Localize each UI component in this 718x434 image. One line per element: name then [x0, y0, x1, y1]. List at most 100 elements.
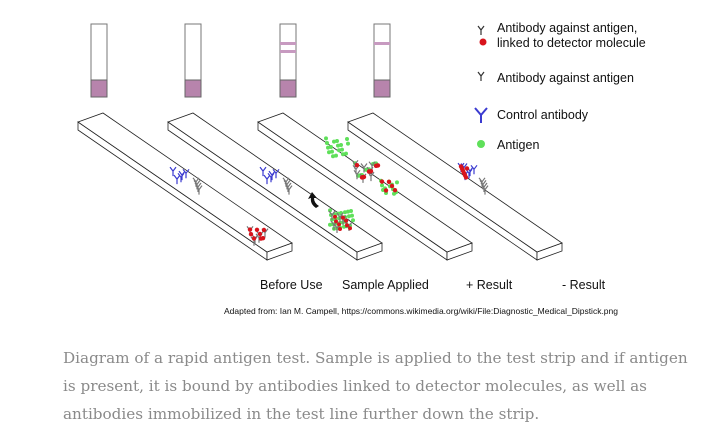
control-antibody — [169, 166, 177, 177]
sample-pad — [90, 79, 108, 98]
antibody — [285, 185, 293, 195]
test-strip-top-view — [184, 23, 202, 98]
test-strip-top-view — [279, 23, 297, 98]
detector-molecule — [258, 236, 264, 241]
detector-molecule — [345, 223, 349, 228]
rapid-antigen-test-diagram: Antibody against antigen,linked to detec… — [77, 21, 646, 316]
antibody — [368, 161, 376, 171]
antibody — [481, 185, 489, 195]
antigen — [326, 145, 330, 150]
detector-molecule — [348, 226, 352, 231]
control-antibody-icon — [474, 107, 488, 123]
antigen — [327, 150, 331, 155]
antigen — [336, 143, 340, 148]
test-strip-3d — [257, 112, 473, 261]
detector-molecule — [354, 163, 360, 168]
detector-antibody — [328, 210, 336, 220]
antibody — [195, 185, 203, 195]
detector-molecule — [373, 163, 379, 168]
strip-top — [257, 112, 473, 253]
detector-molecule — [337, 222, 341, 227]
detector-molecule — [344, 218, 348, 223]
test-line — [280, 50, 296, 53]
sample-pad — [184, 79, 202, 98]
antigen — [346, 209, 350, 214]
test-strip-top-view — [373, 23, 391, 98]
detector-molecule — [334, 219, 338, 224]
antigen — [344, 151, 348, 156]
antigen — [324, 136, 328, 141]
figure-caption: Diagram of a rapid antigen test. Sample … — [63, 349, 688, 423]
antigen — [331, 154, 335, 159]
strip-label: + Result — [466, 278, 513, 292]
detector-molecule — [248, 232, 254, 237]
legend-item: Antigen — [477, 138, 539, 152]
antigen — [340, 147, 344, 152]
detector-molecule — [338, 227, 342, 231]
detector-molecule — [366, 169, 372, 174]
detector-molecule — [333, 214, 337, 219]
detector-antibody — [336, 212, 344, 222]
control-line — [280, 42, 296, 45]
detector-molecule — [257, 231, 263, 237]
strip-top — [167, 112, 383, 253]
antigen — [342, 224, 346, 229]
strip-label: - Result — [562, 278, 606, 292]
antigen-icon — [477, 140, 485, 148]
antibody — [360, 163, 368, 173]
detector-molecule — [359, 175, 365, 180]
control-antibody — [177, 172, 185, 183]
antigen — [392, 191, 396, 196]
control-antibody — [272, 168, 280, 179]
antibody — [480, 182, 488, 192]
detector-molecule-icon — [479, 38, 487, 46]
antigen — [332, 139, 336, 144]
test-strip-3d — [347, 112, 563, 261]
detector-molecule — [251, 236, 257, 241]
strip-side — [77, 121, 268, 261]
antigen — [346, 141, 350, 146]
legend-label: linked to detector molecule — [497, 36, 646, 50]
antigen — [329, 145, 333, 149]
antigen — [339, 143, 343, 147]
image-credit: Adapted from: Ian M. Campell, https://co… — [224, 306, 618, 316]
detector-molecule — [341, 215, 345, 220]
antigen — [334, 153, 338, 158]
test-strip-3d — [167, 112, 383, 261]
legend-label: Antigen — [497, 138, 539, 152]
antigen — [380, 183, 384, 188]
strip-top — [77, 112, 293, 253]
legend-item: Antibody against antigen — [477, 71, 634, 85]
antigen — [350, 213, 354, 218]
sample-pad — [279, 79, 297, 98]
legend-item: Control antibody — [474, 107, 589, 123]
antigen — [343, 210, 347, 215]
antibody — [194, 182, 202, 192]
antigen — [341, 152, 345, 157]
detector-molecule — [247, 227, 253, 232]
test-strip-3d — [77, 112, 293, 261]
control-line — [374, 42, 390, 45]
antibody — [353, 169, 361, 180]
antigen — [330, 149, 334, 154]
legend-item: Antibody against antigen,linked to detec… — [477, 21, 646, 50]
test-strip-top-view — [90, 23, 108, 98]
antigen — [351, 218, 355, 223]
detector-molecule — [379, 179, 385, 184]
antigen — [347, 214, 351, 219]
sample-pad — [373, 79, 391, 98]
detector-molecule — [261, 227, 267, 233]
antigen — [328, 222, 332, 227]
detector-molecule — [392, 188, 398, 193]
antigen — [345, 137, 349, 141]
flow-arrow-icon — [308, 192, 319, 208]
antigen — [325, 141, 329, 145]
detector-molecule — [386, 179, 392, 184]
legend-label: Control antibody — [497, 108, 589, 122]
antigen — [349, 209, 353, 213]
strip-label: Before Use — [260, 278, 323, 292]
control-antibody — [259, 166, 267, 177]
antibody-icon — [477, 71, 485, 81]
antigen — [337, 148, 341, 153]
detector-molecule — [389, 183, 395, 189]
